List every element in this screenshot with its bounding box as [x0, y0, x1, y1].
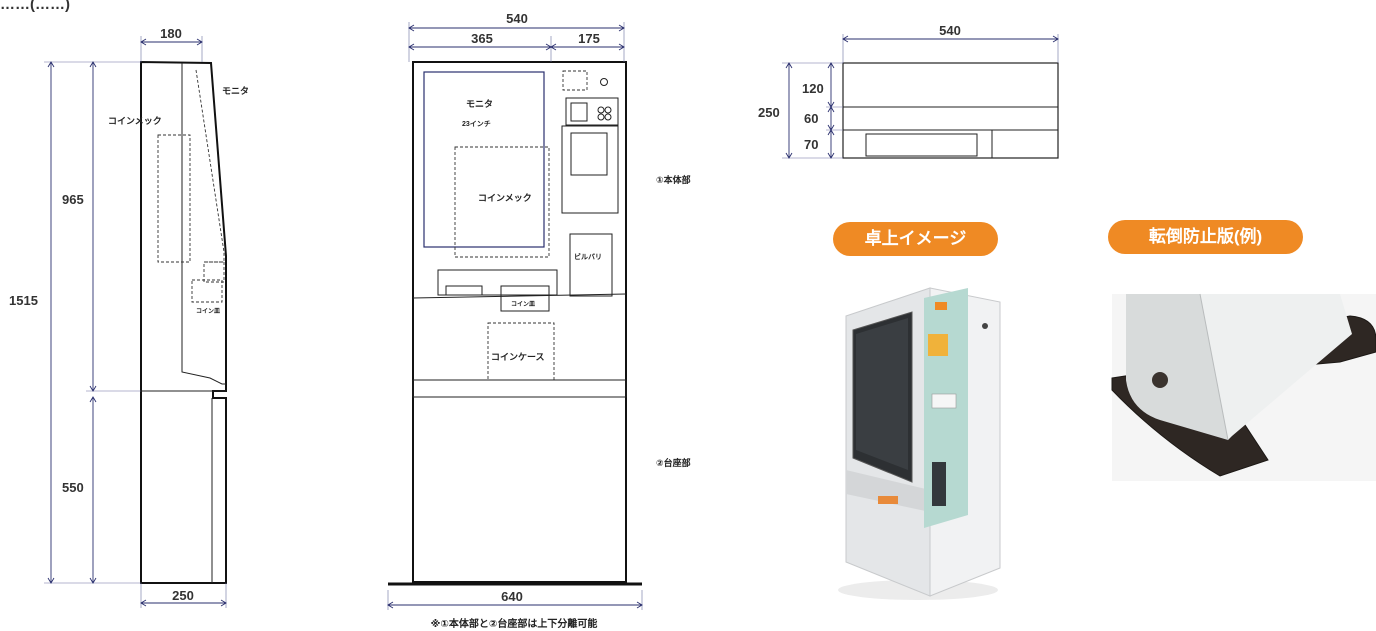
dim-175: 175 [578, 31, 600, 46]
anti-tip-photo [1111, 293, 1376, 481]
speaker-dashed [562, 70, 588, 91]
bill-validator [569, 233, 613, 297]
kiosk-sticker [928, 334, 948, 356]
card-reader [565, 97, 619, 126]
anti-tip-plate-label: 転倒防止版(例) [1108, 220, 1303, 254]
dim-965: 965 [62, 192, 84, 207]
tabletop-photo [838, 287, 1001, 600]
anti-tip-cabinet-front [1126, 294, 1228, 440]
top-view-outline [842, 62, 1059, 159]
button-4 [604, 113, 612, 121]
dim-180: 180 [160, 26, 182, 41]
tray-housing [437, 269, 558, 296]
dim-540-front: 540 [506, 11, 528, 26]
front-coin-tray [500, 285, 550, 312]
front-monitor [423, 71, 545, 248]
front-split-line [412, 293, 627, 299]
front-label-coin-tray: コイン皿 [511, 301, 535, 308]
dim-550: 550 [62, 480, 84, 495]
label-main-unit: ①本体部 [656, 174, 691, 185]
side-coinmech-dashed [157, 134, 191, 263]
side-label-coin-tray: コイン皿 [196, 308, 220, 315]
dim-1515: 1515 [9, 293, 38, 308]
front-label-coin-case: コインケース [491, 352, 545, 362]
side-label-coinmech: コインメック [108, 116, 162, 126]
anti-tip-bolt [1152, 372, 1168, 388]
side-view: モニタ コインメック コイン皿 180 1515 965 550 250 [9, 26, 249, 608]
dim-60: 60 [804, 111, 818, 126]
card-slot [570, 102, 588, 122]
tray-slot [445, 285, 483, 296]
dim-70: 70 [804, 137, 818, 152]
coin-unit-window [570, 132, 608, 176]
button-2 [604, 106, 612, 114]
tabletop-image-label: 卓上イメージ [833, 222, 998, 256]
anti-tip-cabinet-side [1200, 294, 1352, 440]
side-label-monitor: モニタ [222, 85, 249, 96]
top-view-slot [865, 133, 978, 157]
top-view: 540 250 120 60 70 [758, 23, 1059, 159]
header-fragment: ……(……) [0, 0, 70, 13]
front-label-monitor: モニタ [466, 98, 493, 109]
front-label-coinmech: コインメック [478, 193, 532, 203]
front-view: モニタ 23インチ コインメック ビルバリ コイン皿 コインケース ①本体部 ②… [387, 11, 691, 630]
front-band [412, 379, 627, 398]
side-monitor-dashed [195, 69, 225, 263]
front-label-23inch: 23インチ [462, 120, 491, 128]
kiosk-bill-slot [932, 462, 946, 506]
front-coinmech-dashed [454, 146, 550, 258]
dim-250-top: 250 [758, 105, 780, 120]
dim-250-side: 250 [172, 588, 194, 603]
button-3 [597, 113, 605, 121]
side-view-inner-line [181, 63, 226, 385]
separation-note: ※①本体部と②台座部は上下分離可能 [431, 617, 598, 630]
dim-365: 365 [471, 31, 493, 46]
label-base-unit: ②台座部 [656, 457, 691, 468]
dim-120: 120 [802, 81, 824, 96]
side-tray-dashed-b [191, 279, 223, 303]
side-tray-dashed-a [203, 261, 225, 283]
front-view-outline [412, 61, 627, 583]
coin-unit-panel [561, 125, 619, 214]
dim-640: 640 [501, 589, 523, 604]
indicator-circle [600, 78, 608, 86]
dim-540-top: 540 [939, 23, 961, 38]
side-view-outline [140, 60, 227, 584]
front-label-bill: ビルバリ [574, 252, 602, 261]
button-1 [597, 106, 605, 114]
